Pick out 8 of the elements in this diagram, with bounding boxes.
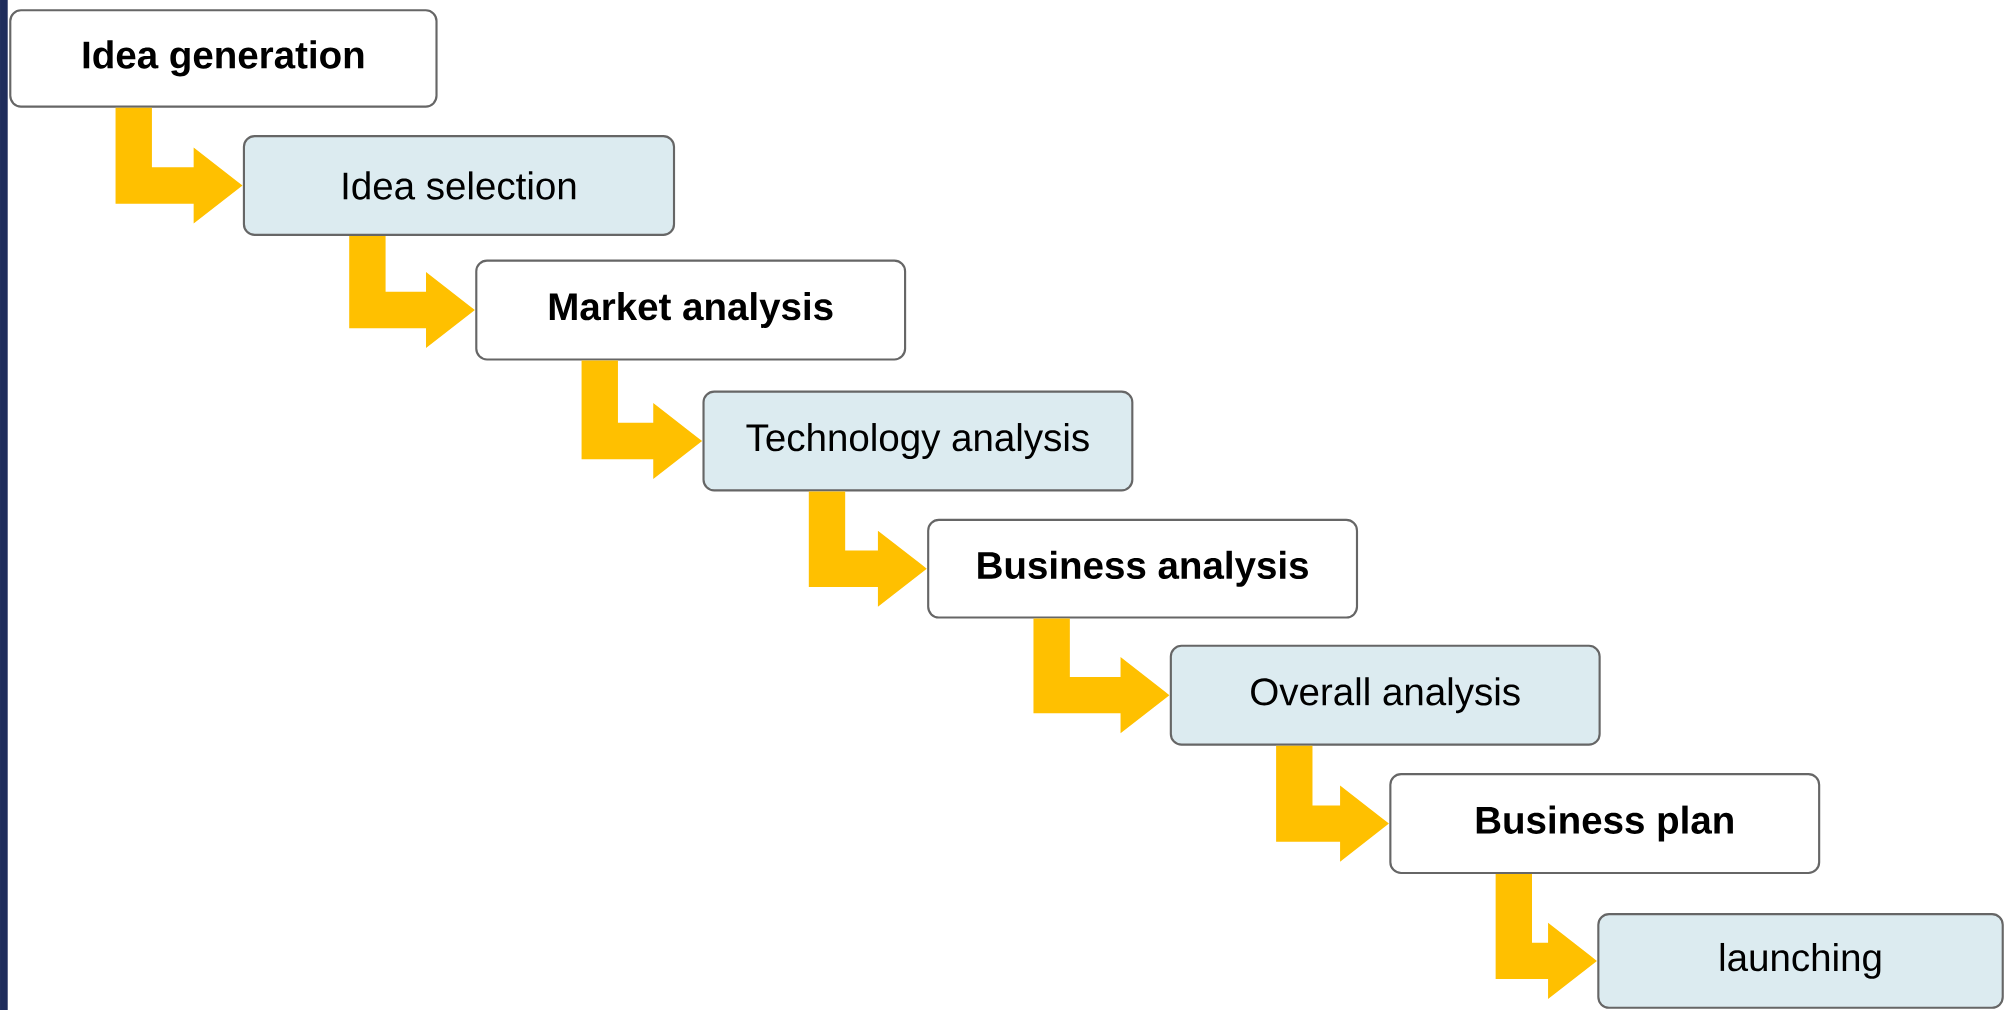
process-box: Idea selection xyxy=(242,134,676,236)
process-box: Business plan xyxy=(1389,772,1821,874)
process-box: Idea generation xyxy=(9,9,438,108)
process-box: Technology analysis xyxy=(702,390,1134,492)
process-box: Market analysis xyxy=(475,259,907,361)
process-box: launching xyxy=(1597,912,2004,1009)
process-box: Overall analysis xyxy=(1169,644,1601,746)
process-box: Business analysis xyxy=(927,518,1359,619)
